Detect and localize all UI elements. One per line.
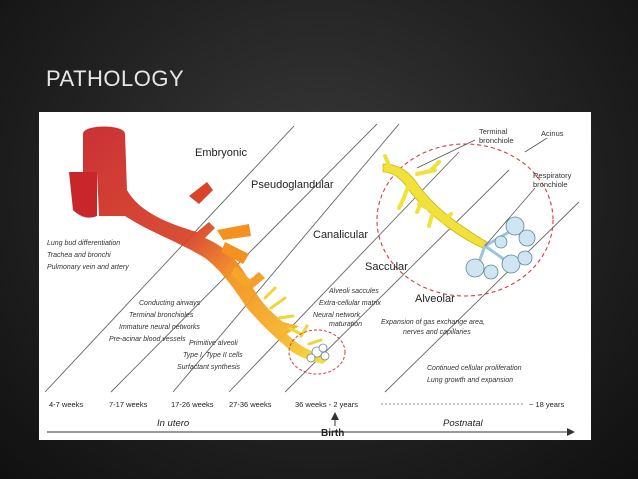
acinus-label: Acinus <box>541 129 564 138</box>
tick-17-26-weeks: 17-26 weeks <box>171 400 214 409</box>
note-saccular-3: Neural network <box>313 312 361 319</box>
acinus-inset <box>376 143 554 297</box>
note-embryonic-2: Trachea and bronchi <box>47 252 111 259</box>
note-embryonic-3: Pulmonary vein and artery <box>47 264 129 271</box>
terminal-bronchiole-label-2: bronchiole <box>479 136 514 145</box>
airway-tree <box>69 126 329 364</box>
stage-canalicular: Canalicular <box>313 229 368 241</box>
canalicular-acinus <box>288 329 346 375</box>
stage-pseudoglandular: Pseudoglandular <box>251 179 334 191</box>
lung-development-diagram: Terminal bronchiole Acinus Respiratory b… <box>39 112 591 440</box>
stage-alveolar: Alveolar <box>415 293 455 305</box>
callout-lines <box>416 137 548 247</box>
note-postnatal-1: Continued cellular proliferation <box>427 365 522 372</box>
note-canalicular-1: Primitive alveoli <box>189 340 238 347</box>
note-postnatal-2: Lung growth and expansion <box>427 377 513 384</box>
note-saccular-1: Alveoli saccules <box>328 288 379 295</box>
trachea-shape <box>83 126 329 364</box>
stage-embryonic: Embryonic <box>195 147 247 159</box>
respiratory-bronchiole-label-1: Respiratory <box>533 171 572 180</box>
tick-27-36-weeks: 27-36 weeks <box>229 400 272 409</box>
tick-36-weeks-2-years: 36 weeks - 2 years <box>295 400 358 409</box>
tick-18-years: ~ 18 years <box>529 400 564 409</box>
note-saccular-2: Extra-cellular matrix <box>319 300 381 307</box>
bronchus-orange-2 <box>221 242 249 264</box>
respiratory-bronchiole-label-2: bronchiole <box>533 180 568 189</box>
stage-saccular: Saccular <box>365 261 408 273</box>
note-saccular-4: maturation <box>329 321 362 328</box>
tick-7-17-weeks: 7-17 weeks <box>109 400 148 409</box>
trachea-left-branch <box>69 172 97 218</box>
terminal-bronchiole-label-1: Terminal <box>479 127 508 136</box>
bronchus-orange-3 <box>231 266 253 288</box>
note-canalicular-3: Surfactant synthesis <box>177 364 241 371</box>
note-pseudoglandular-4: Pre-acinar blood vessels <box>109 336 186 343</box>
note-pseudoglandular-3: Immature neural networks <box>119 324 200 331</box>
postnatal-label: Postnatal <box>443 418 483 429</box>
note-alveolar-1: Expansion of gas exchange area, <box>381 319 485 326</box>
note-canalicular-2: Type I, Type II cells <box>183 352 243 359</box>
in-utero-label: In utero <box>157 418 189 429</box>
birth-label: Birth <box>321 428 344 439</box>
note-pseudoglandular-2: Terminal bronchioles <box>129 312 194 319</box>
note-pseudoglandular-1: Conducting airways <box>139 300 201 307</box>
bronchus-orange-1 <box>217 224 251 240</box>
note-alveolar-2: nerves and capillaries <box>403 329 471 336</box>
note-embryonic-1: Lung bud differentiation <box>47 240 120 247</box>
slide-title: PATHOLOGY <box>46 66 185 91</box>
tick-4-7-weeks: 4-7 weeks <box>49 400 83 409</box>
bronchus-upper <box>189 182 213 204</box>
